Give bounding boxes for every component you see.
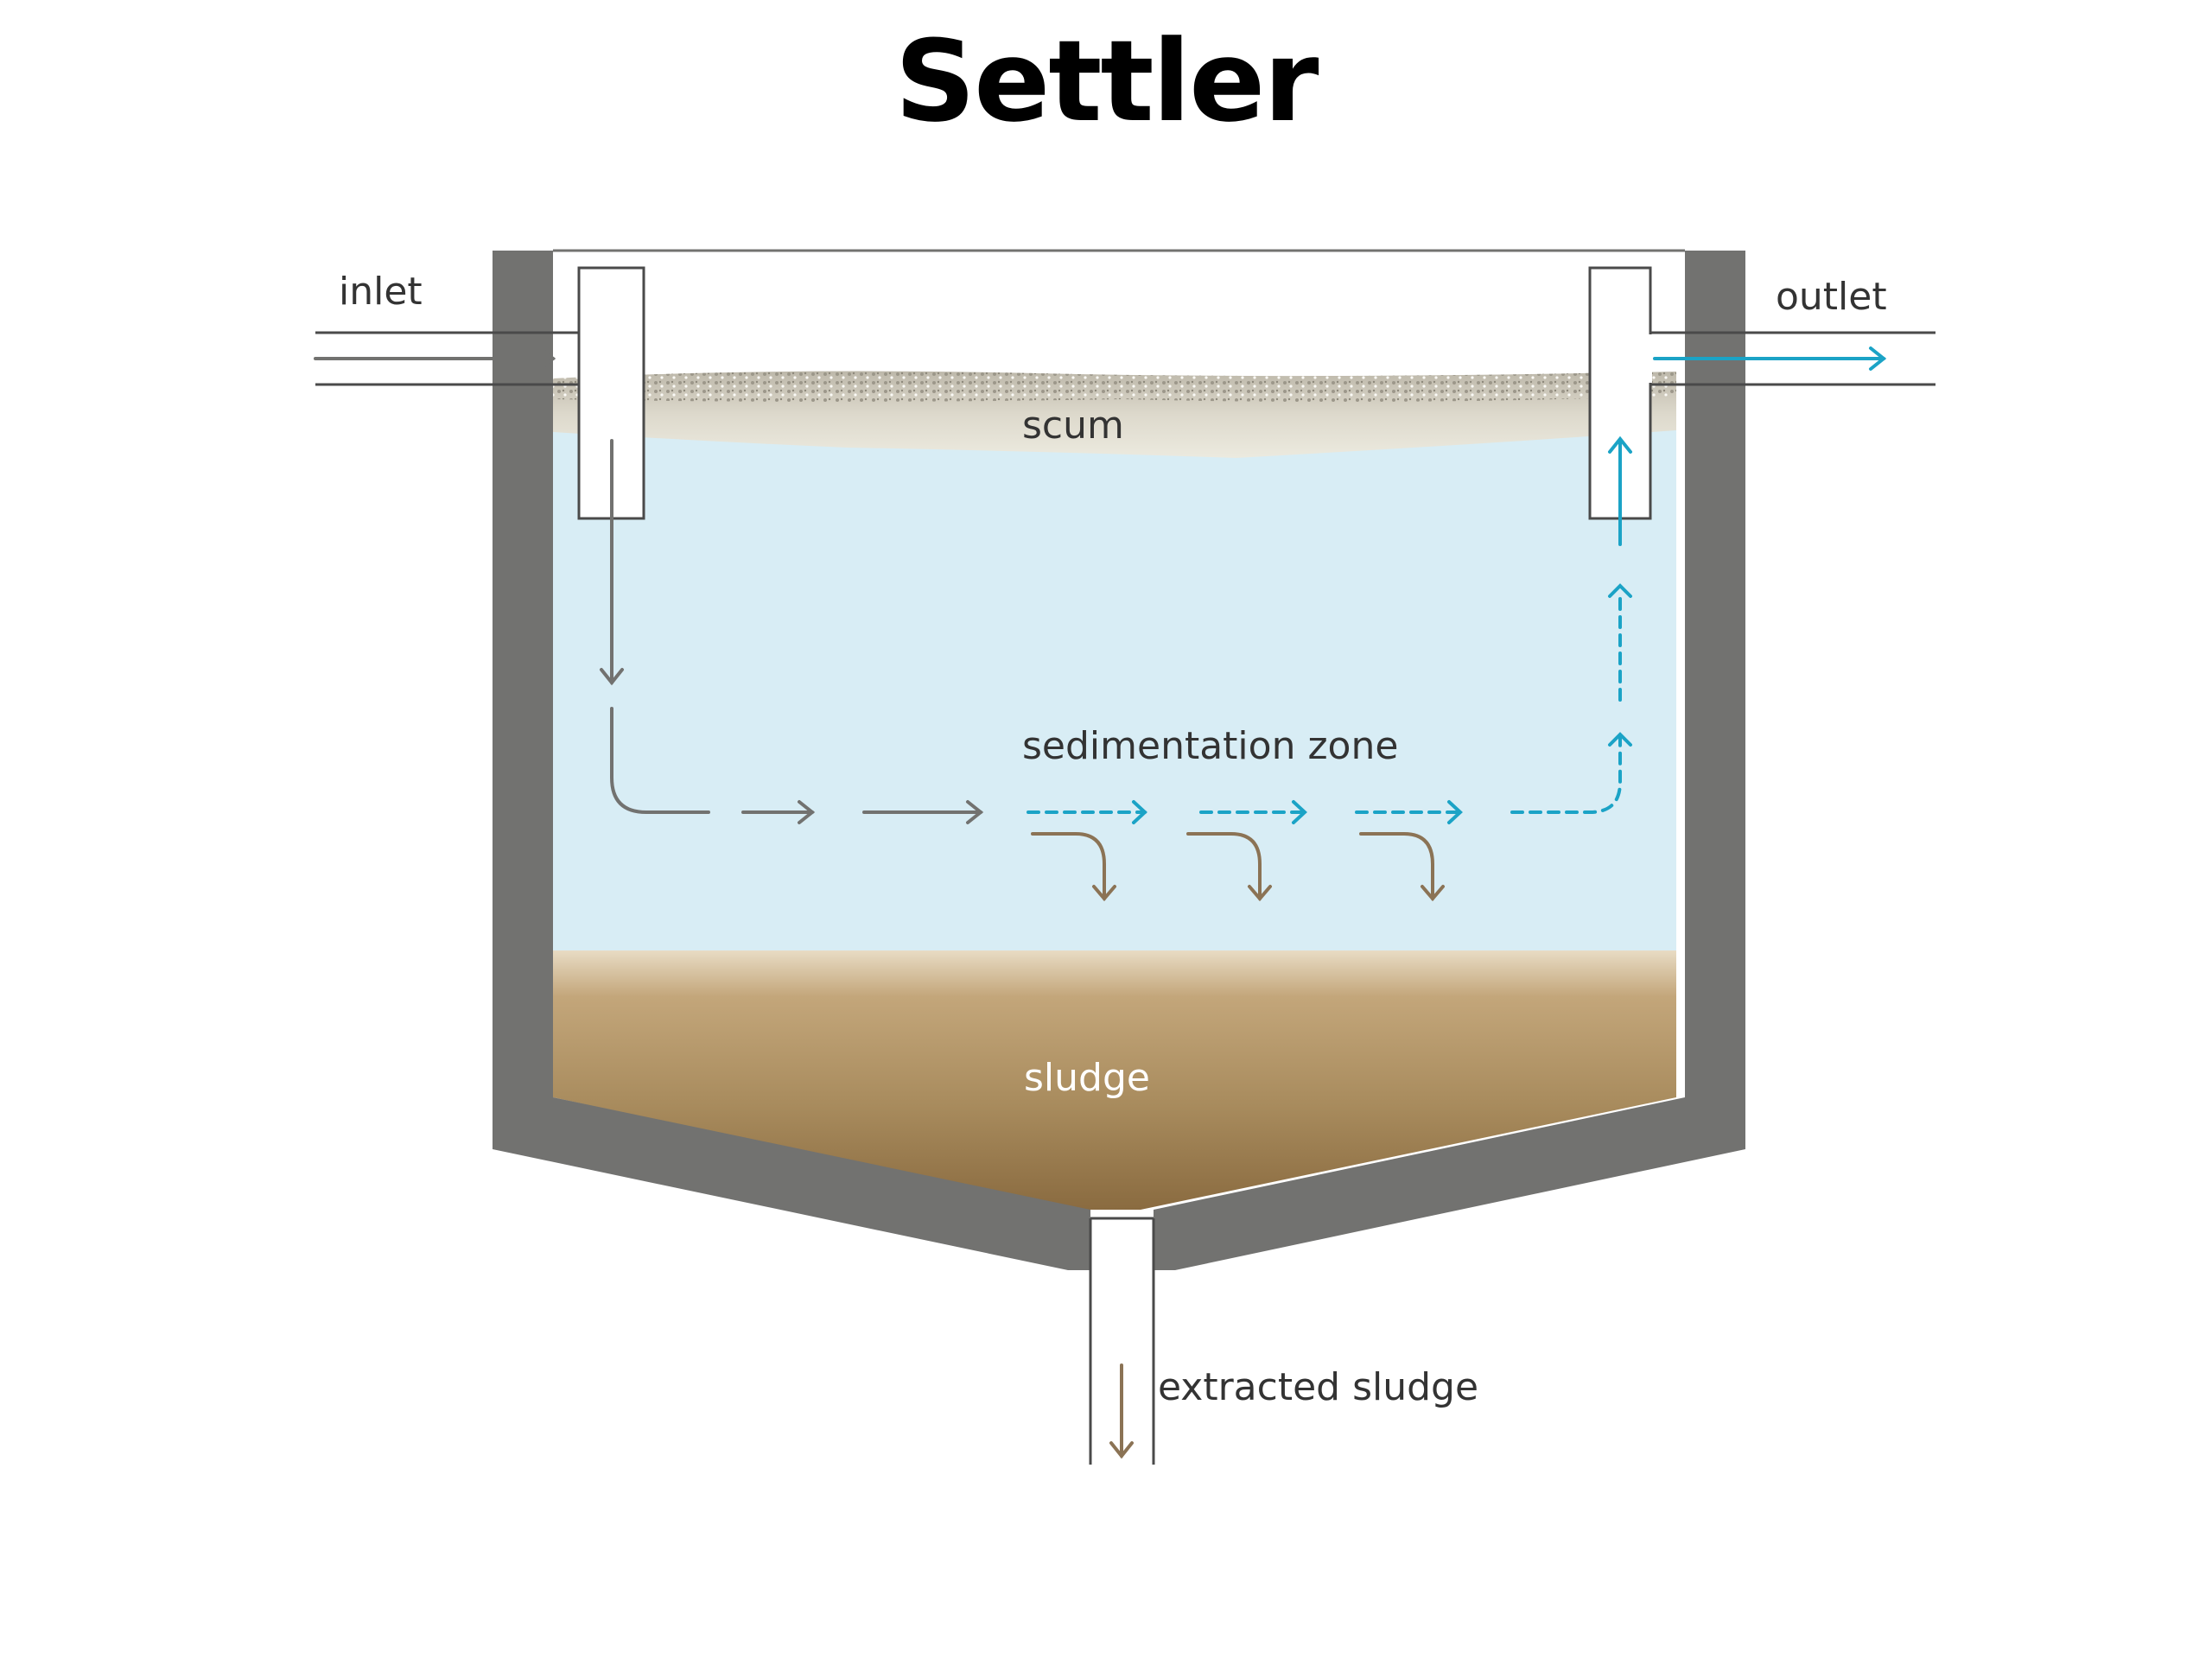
outlet-label: outlet (1776, 275, 1887, 319)
outflow-arrows (1027, 346, 1887, 824)
settling-arrows (1031, 832, 1445, 1459)
arrow-right-icon (741, 800, 816, 824)
water-zone (553, 380, 1676, 968)
arrow-right-icon (1653, 346, 1887, 371)
arrow-up-icon (1608, 435, 1632, 546)
arrow-right-icon (862, 800, 984, 824)
extracted-sludge-label: extracted sludge (1158, 1365, 1478, 1409)
outlet-pipe (1650, 331, 1936, 386)
sludge-layer (553, 950, 1676, 1210)
arrow-down-icon (1359, 832, 1445, 902)
inlet-label: inlet (339, 270, 423, 314)
inlet-pipe (315, 331, 579, 386)
sedimentation-zone-label: sedimentation zone (1022, 724, 1398, 768)
sludge-label: sludge (1024, 1056, 1150, 1100)
inflow-arrows (314, 346, 984, 824)
arrow-right-icon (314, 346, 556, 371)
scum-label: scum (1022, 404, 1124, 448)
arrow-down-icon (1031, 832, 1116, 902)
arrow-down-icon (1109, 1363, 1134, 1459)
tank-wall (493, 251, 1745, 1270)
arrow-down-icon (1186, 832, 1272, 902)
arrow-down-icon (600, 439, 624, 686)
page-title: Settler (894, 16, 1319, 147)
scum-layer (553, 371, 1676, 458)
